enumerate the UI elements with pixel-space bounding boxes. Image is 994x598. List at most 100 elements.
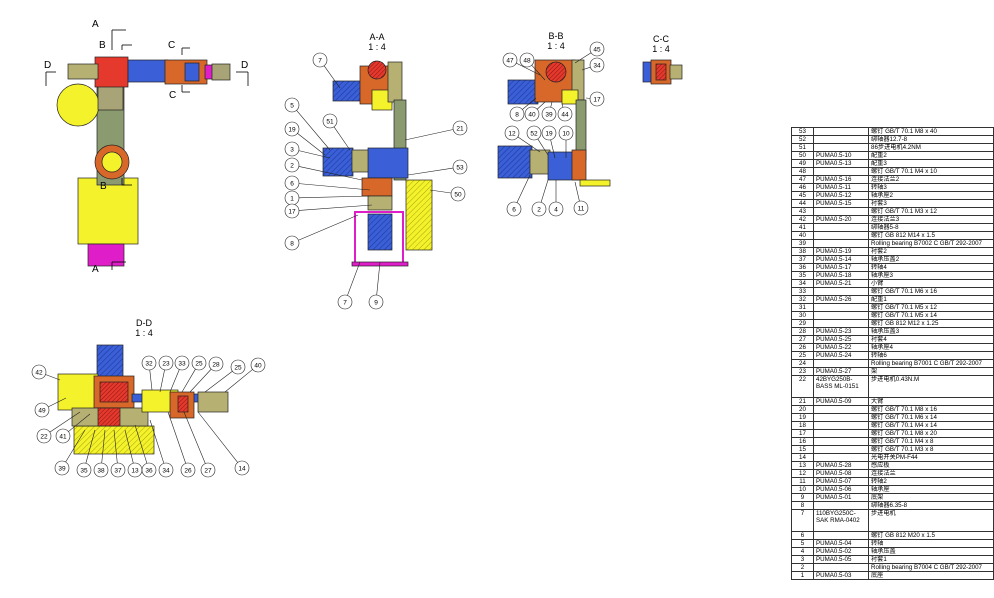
balloon-leader (298, 150, 331, 159)
bom-item-no: 46 (791, 183, 814, 192)
balloon-label: 53 (456, 165, 464, 172)
balloon-label: 38 (97, 468, 105, 475)
balloon-circle (531, 201, 547, 217)
bom-description: 轴承压盖2 (868, 255, 994, 264)
balloon-label: 22 (40, 434, 48, 441)
bom-description: 轴承压盖 (868, 547, 994, 556)
balloon-circle (284, 141, 300, 157)
bom-description: 转轴6 (868, 351, 994, 360)
balloon-label: 1 (290, 196, 294, 203)
balloon-leader (181, 368, 196, 393)
bom-item-no: 39 (791, 239, 814, 248)
bom-part-no (813, 167, 869, 176)
bom-item-no: 44 (791, 199, 814, 208)
balloon-label: 4 (554, 207, 558, 214)
bom-part-no (813, 143, 869, 152)
bom-part-no (813, 413, 869, 422)
balloon-label: 21 (456, 126, 464, 133)
balloon-circle (234, 460, 250, 476)
bom-item-no: 27 (791, 335, 814, 344)
balloon-label: 44 (561, 112, 569, 119)
balloon: 9 (368, 261, 384, 310)
section-aa: A-A 1 : 4 (322, 32, 433, 267)
bom-item-no: 13 (791, 461, 814, 470)
bom-item-no: 33 (791, 287, 814, 296)
balloon-leader (49, 411, 81, 433)
bom-description: 轴承座 (868, 485, 994, 494)
balloon: 1 (284, 190, 371, 206)
bom-part-no: PUMA0.5-23 (813, 327, 869, 336)
balloon-circle (573, 200, 589, 216)
balloon: 14 (197, 411, 250, 476)
bom-part-no: PUMA0.5-16 (813, 175, 869, 184)
upper-arm-blue (127, 59, 169, 83)
bom-part-no: PUMA0.5-24 (813, 351, 869, 360)
balloon-circle (250, 357, 266, 373)
balloon-leader (516, 174, 531, 203)
balloon: 17 (284, 203, 373, 219)
bom-part-no (813, 207, 869, 216)
balloon-label: 23 (162, 361, 170, 368)
balloon-circle (180, 462, 196, 478)
bom-part-no: PUMA0.5-15 (813, 199, 869, 208)
balloon-leader (224, 369, 253, 393)
balloon-circle (450, 186, 466, 202)
bom-item-no: 32 (791, 295, 814, 304)
bom-part-no: PUMA0.5-11 (813, 183, 869, 192)
bom-item-no: 47 (791, 175, 814, 184)
balloon-circle (141, 355, 157, 371)
balloon-label: 19 (545, 131, 553, 138)
balloon-label: 34 (162, 468, 170, 475)
balloon-leader (537, 138, 549, 156)
bom-part-no (813, 445, 869, 454)
balloon-leader (298, 195, 371, 199)
section-cc-title: C-C (653, 34, 669, 44)
balloon-circle (34, 402, 50, 418)
bom-description: 绑轴器5-8 (868, 223, 994, 232)
balloon-circle (504, 125, 520, 141)
balloon-circle (557, 106, 573, 122)
bom-item-no: 11 (791, 477, 814, 486)
bom-description: 螺钉 GB/T 70.1 M4 x 14 (868, 421, 994, 430)
bom-description: 螺钉 GB/T 70.1 M8 x 40 (868, 127, 994, 136)
section-cc: C-C 1 : 4 (642, 34, 683, 85)
balloon-label: 26 (184, 468, 192, 475)
balloon-circle (158, 462, 174, 478)
balloon: 6 (506, 174, 531, 217)
bom-description: 绑轴器6.35-8 (868, 501, 994, 510)
bom-description: 转轴2 (868, 477, 994, 486)
balloon-circle (312, 52, 328, 68)
bom-part-no (813, 239, 869, 248)
bom-description: 螺钉 GB/T 70.1 M8 x 16 (868, 405, 994, 414)
balloon-leader (298, 166, 363, 181)
bom-item-no: 12 (791, 469, 814, 478)
bom-part-no: PUMA0.5-18 (813, 271, 869, 280)
balloon-circle (589, 91, 605, 107)
balloon-circle (284, 203, 300, 219)
balloon-leader (296, 110, 331, 151)
balloon-label: 17 (593, 97, 601, 104)
bom-description: 步进电机 (868, 509, 994, 532)
bom-item-no: 23 (791, 367, 814, 376)
bom-description: 螺钉 GB/T 70.1 M3 x 8 (868, 445, 994, 454)
balloon: 38 (93, 429, 109, 478)
balloon-label: 25 (234, 365, 242, 372)
balloon-leader (197, 411, 238, 463)
balloon-label: 45 (593, 47, 601, 54)
balloon: 41 (55, 413, 91, 444)
balloon-label: 10 (562, 131, 570, 138)
bom-description: 转轴 (868, 539, 994, 548)
balloon: 21 (404, 120, 468, 141)
